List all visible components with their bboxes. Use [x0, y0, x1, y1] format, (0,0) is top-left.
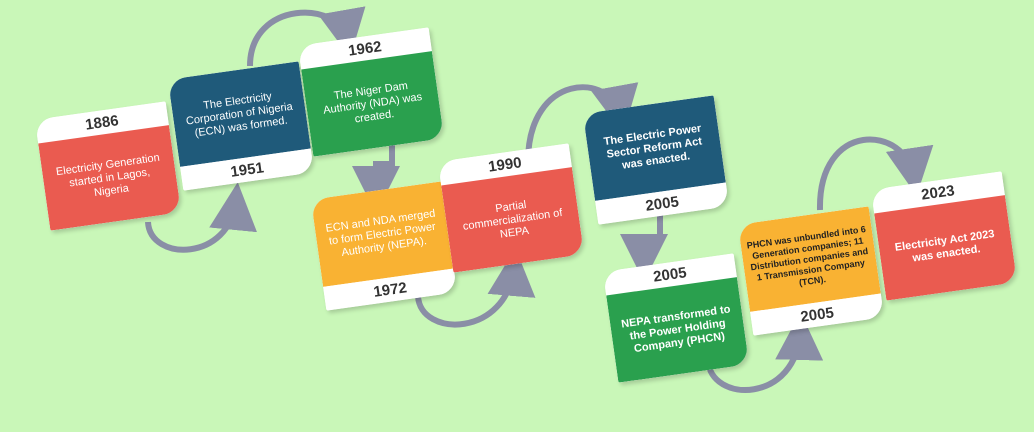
connector-arrow-1 [145, 182, 257, 253]
event-card-1962: 1962 The Niger Dam Authority (NDA) was c… [297, 27, 445, 157]
event-card-1951: 1951 The Electricity Corporation of Nige… [167, 61, 315, 191]
event-description: Partial commercialization of NEPA [441, 167, 585, 273]
connector-arrow-8 [816, 136, 934, 211]
connector-arrow-4 [415, 248, 536, 328]
event-card-1886: 1886 Electricity Generation started in L… [34, 101, 182, 231]
event-card-2023: 2023 Electricity Act 2023 was enacted. [870, 171, 1018, 301]
event-card-1972: 1972 ECN and NDA merged to form Electric… [310, 181, 458, 311]
event-description: The Niger Dam Authority (NDA) was create… [301, 51, 445, 157]
event-description: NEPA transformed to the Power Holding Co… [606, 277, 750, 383]
connector-arrow-5 [525, 82, 639, 163]
event-card-2005-unbundling: 2005 PHCN was unbundled into 6 Generatio… [737, 206, 885, 336]
connector-arrow-6 [620, 212, 668, 282]
connector-arrow-7 [705, 312, 824, 393]
event-card-1990: 1990 Partial commercialization of NEPA [437, 143, 585, 273]
connector-arrow-3 [352, 140, 400, 214]
connector-arrow-2 [247, 6, 366, 67]
event-description: Electricity Generation started in Lagos,… [38, 125, 182, 231]
event-card-2005-phcn: 2005 NEPA transformed to the Power Holdi… [602, 253, 750, 383]
event-card-2005-reform-act: 2005 The Electric Power Sector Reform Ac… [582, 95, 730, 225]
event-description: Electricity Act 2023 was enacted. [874, 195, 1018, 301]
